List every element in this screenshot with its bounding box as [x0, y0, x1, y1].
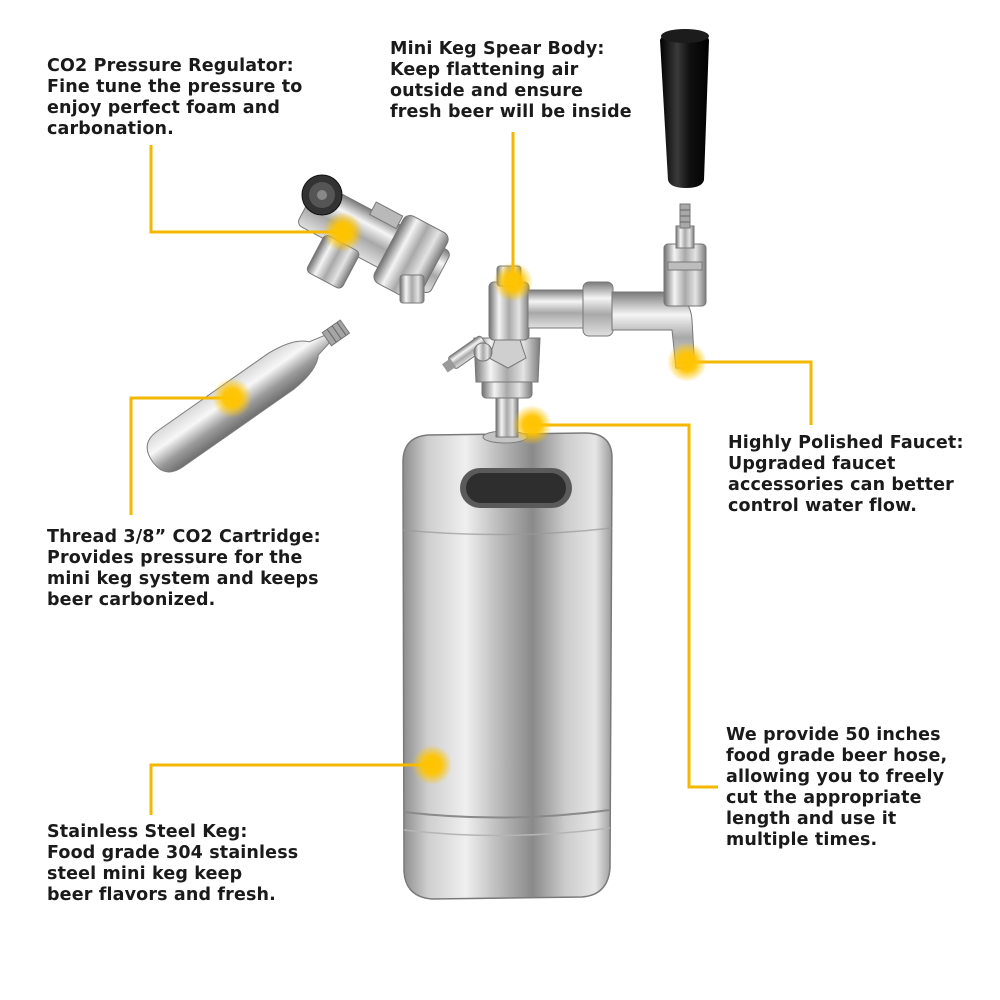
callout-cartridge-line: mini keg system and keeps	[47, 569, 319, 589]
dot-cartridge	[212, 378, 252, 418]
callout-regulator-line: enjoy perfect foam and	[47, 98, 281, 118]
callout-regulator-line: Fine tune the pressure to	[47, 77, 303, 97]
tap-handle	[660, 29, 709, 188]
callout-hose-line: We provide 50 inches	[726, 725, 941, 745]
callout-spear-line: Keep flattening air	[390, 60, 579, 80]
callout-keg-title: Stainless Steel Keg:	[47, 822, 248, 842]
co2-regulator	[298, 174, 450, 304]
callout-cartridge: Thread 3/8” CO2 Cartridge: Provides pres…	[47, 527, 321, 611]
callout-spear-line: fresh beer will be inside	[390, 102, 632, 122]
callout-hose-line: cut the appropriate	[726, 788, 922, 808]
dot-hose	[512, 405, 552, 445]
callout-faucet-line: control water flow.	[728, 496, 918, 516]
highlight-dots	[212, 212, 707, 785]
callout-regulator: CO2 Pressure Regulator: Fine tune the pr…	[47, 56, 302, 140]
dot-keg	[412, 745, 452, 785]
callout-hose-line: allowing you to freely	[726, 767, 945, 787]
callout-keg-line: steel mini keg keep	[47, 864, 243, 884]
callout-regulator-line: carbonation.	[47, 119, 174, 139]
callout-cartridge-title: Thread 3/8” CO2 Cartridge:	[47, 527, 321, 547]
callout-regulator-title: CO2 Pressure Regulator:	[47, 56, 294, 76]
dot-faucet	[667, 342, 707, 382]
dot-spear	[493, 262, 533, 302]
callout-faucet: Highly Polished Faucet: Upgraded faucet …	[728, 433, 964, 517]
faucet	[527, 203, 707, 369]
leader-faucet	[687, 360, 813, 425]
leader-hose	[532, 423, 718, 789]
callout-hose-line: length and use it	[726, 809, 897, 829]
callout-cartridge-line: Provides pressure for the	[47, 548, 303, 568]
callout-keg: Stainless Steel Keg: Food grade 304 stai…	[47, 822, 298, 906]
callout-faucet-line: accessories can better	[728, 475, 954, 495]
callout-hose-line: food grade beer hose,	[726, 746, 948, 766]
leader-regulator	[149, 145, 343, 234]
leader-cartridge	[129, 396, 232, 515]
leader-keg	[149, 763, 432, 815]
callout-faucet-title: Highly Polished Faucet:	[728, 433, 964, 453]
callout-hose: We provide 50 inches food grade beer hos…	[726, 725, 947, 851]
callout-spear-line: outside and ensure	[390, 81, 584, 101]
callout-keg-line: Food grade 304 stainless	[47, 843, 299, 863]
callout-hose-line: multiple times.	[726, 830, 878, 850]
callout-keg-line: beer flavors and fresh.	[47, 885, 276, 905]
dot-regulator	[323, 212, 363, 252]
keg-body	[402, 430, 613, 900]
callout-spear-title: Mini Keg Spear Body:	[390, 39, 605, 59]
leader-lines	[129, 132, 813, 815]
callout-cartridge-line: beer carbonized.	[47, 590, 216, 610]
callout-spear: Mini Keg Spear Body: Keep flattening air…	[390, 39, 632, 123]
callout-faucet-line: Upgraded faucet	[728, 454, 896, 474]
